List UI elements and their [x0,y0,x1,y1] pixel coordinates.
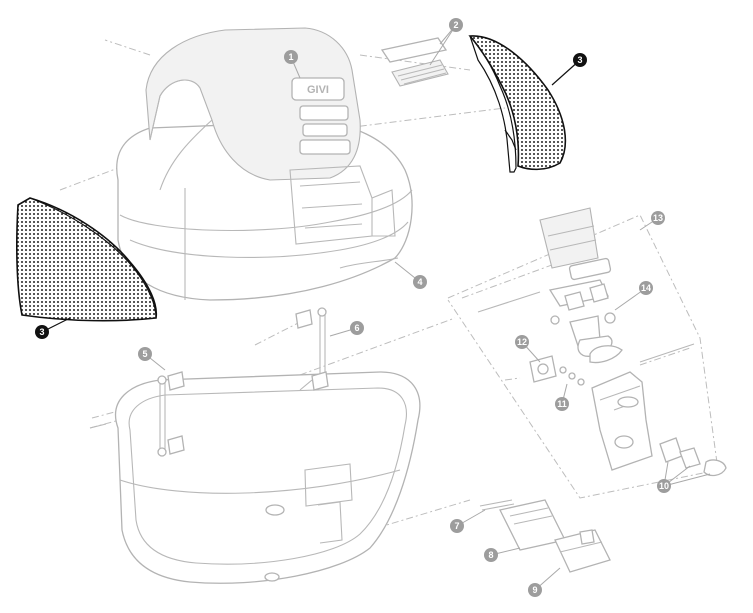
callout-9: 9 [528,583,542,597]
callout-4-label: 4 [417,277,422,287]
callout-7: 7 [450,519,464,533]
callout-3-left: 3 [35,325,49,339]
callout-14-label: 14 [641,283,651,293]
callout-4: 4 [413,275,427,289]
callout-11-label: 11 [557,399,567,409]
callout-7-label: 7 [454,521,459,531]
callout-8-label: 8 [488,550,493,560]
lock-mechanism-group [447,207,727,499]
callout-6-label: 6 [354,323,359,333]
callout-5: 5 [138,347,152,361]
callout-3-right: 3 [573,53,587,67]
callout-5-label: 5 [142,349,147,359]
callout-8: 8 [484,548,498,562]
callout-3-right-label: 3 [577,55,582,65]
callout-1: 1 [284,50,298,64]
callout-6: 6 [350,321,364,335]
callout-3-left-label: 3 [39,327,44,337]
callout-13: 13 [651,211,665,225]
callout-12-label: 12 [517,337,527,347]
callout-11: 11 [555,397,569,411]
callout-10: 10 [657,479,671,493]
callout-12: 12 [515,335,529,349]
latch-parts [479,499,611,573]
callout-9-label: 9 [532,585,537,595]
brand-logo: GIVI [307,84,329,96]
hinge-parts [89,307,329,457]
base-shell [114,371,421,584]
callout-2-label: 2 [453,20,458,30]
callout-10-label: 10 [659,481,669,491]
callout-1-label: 1 [288,52,293,62]
callout-13-label: 13 [653,213,663,223]
clip-parts [380,37,449,87]
reflector-left [16,197,158,322]
callout-2: 2 [449,18,463,32]
lid-assembly: GIVI [116,27,413,301]
callout-14: 14 [639,281,653,295]
reflector-right [468,35,567,173]
